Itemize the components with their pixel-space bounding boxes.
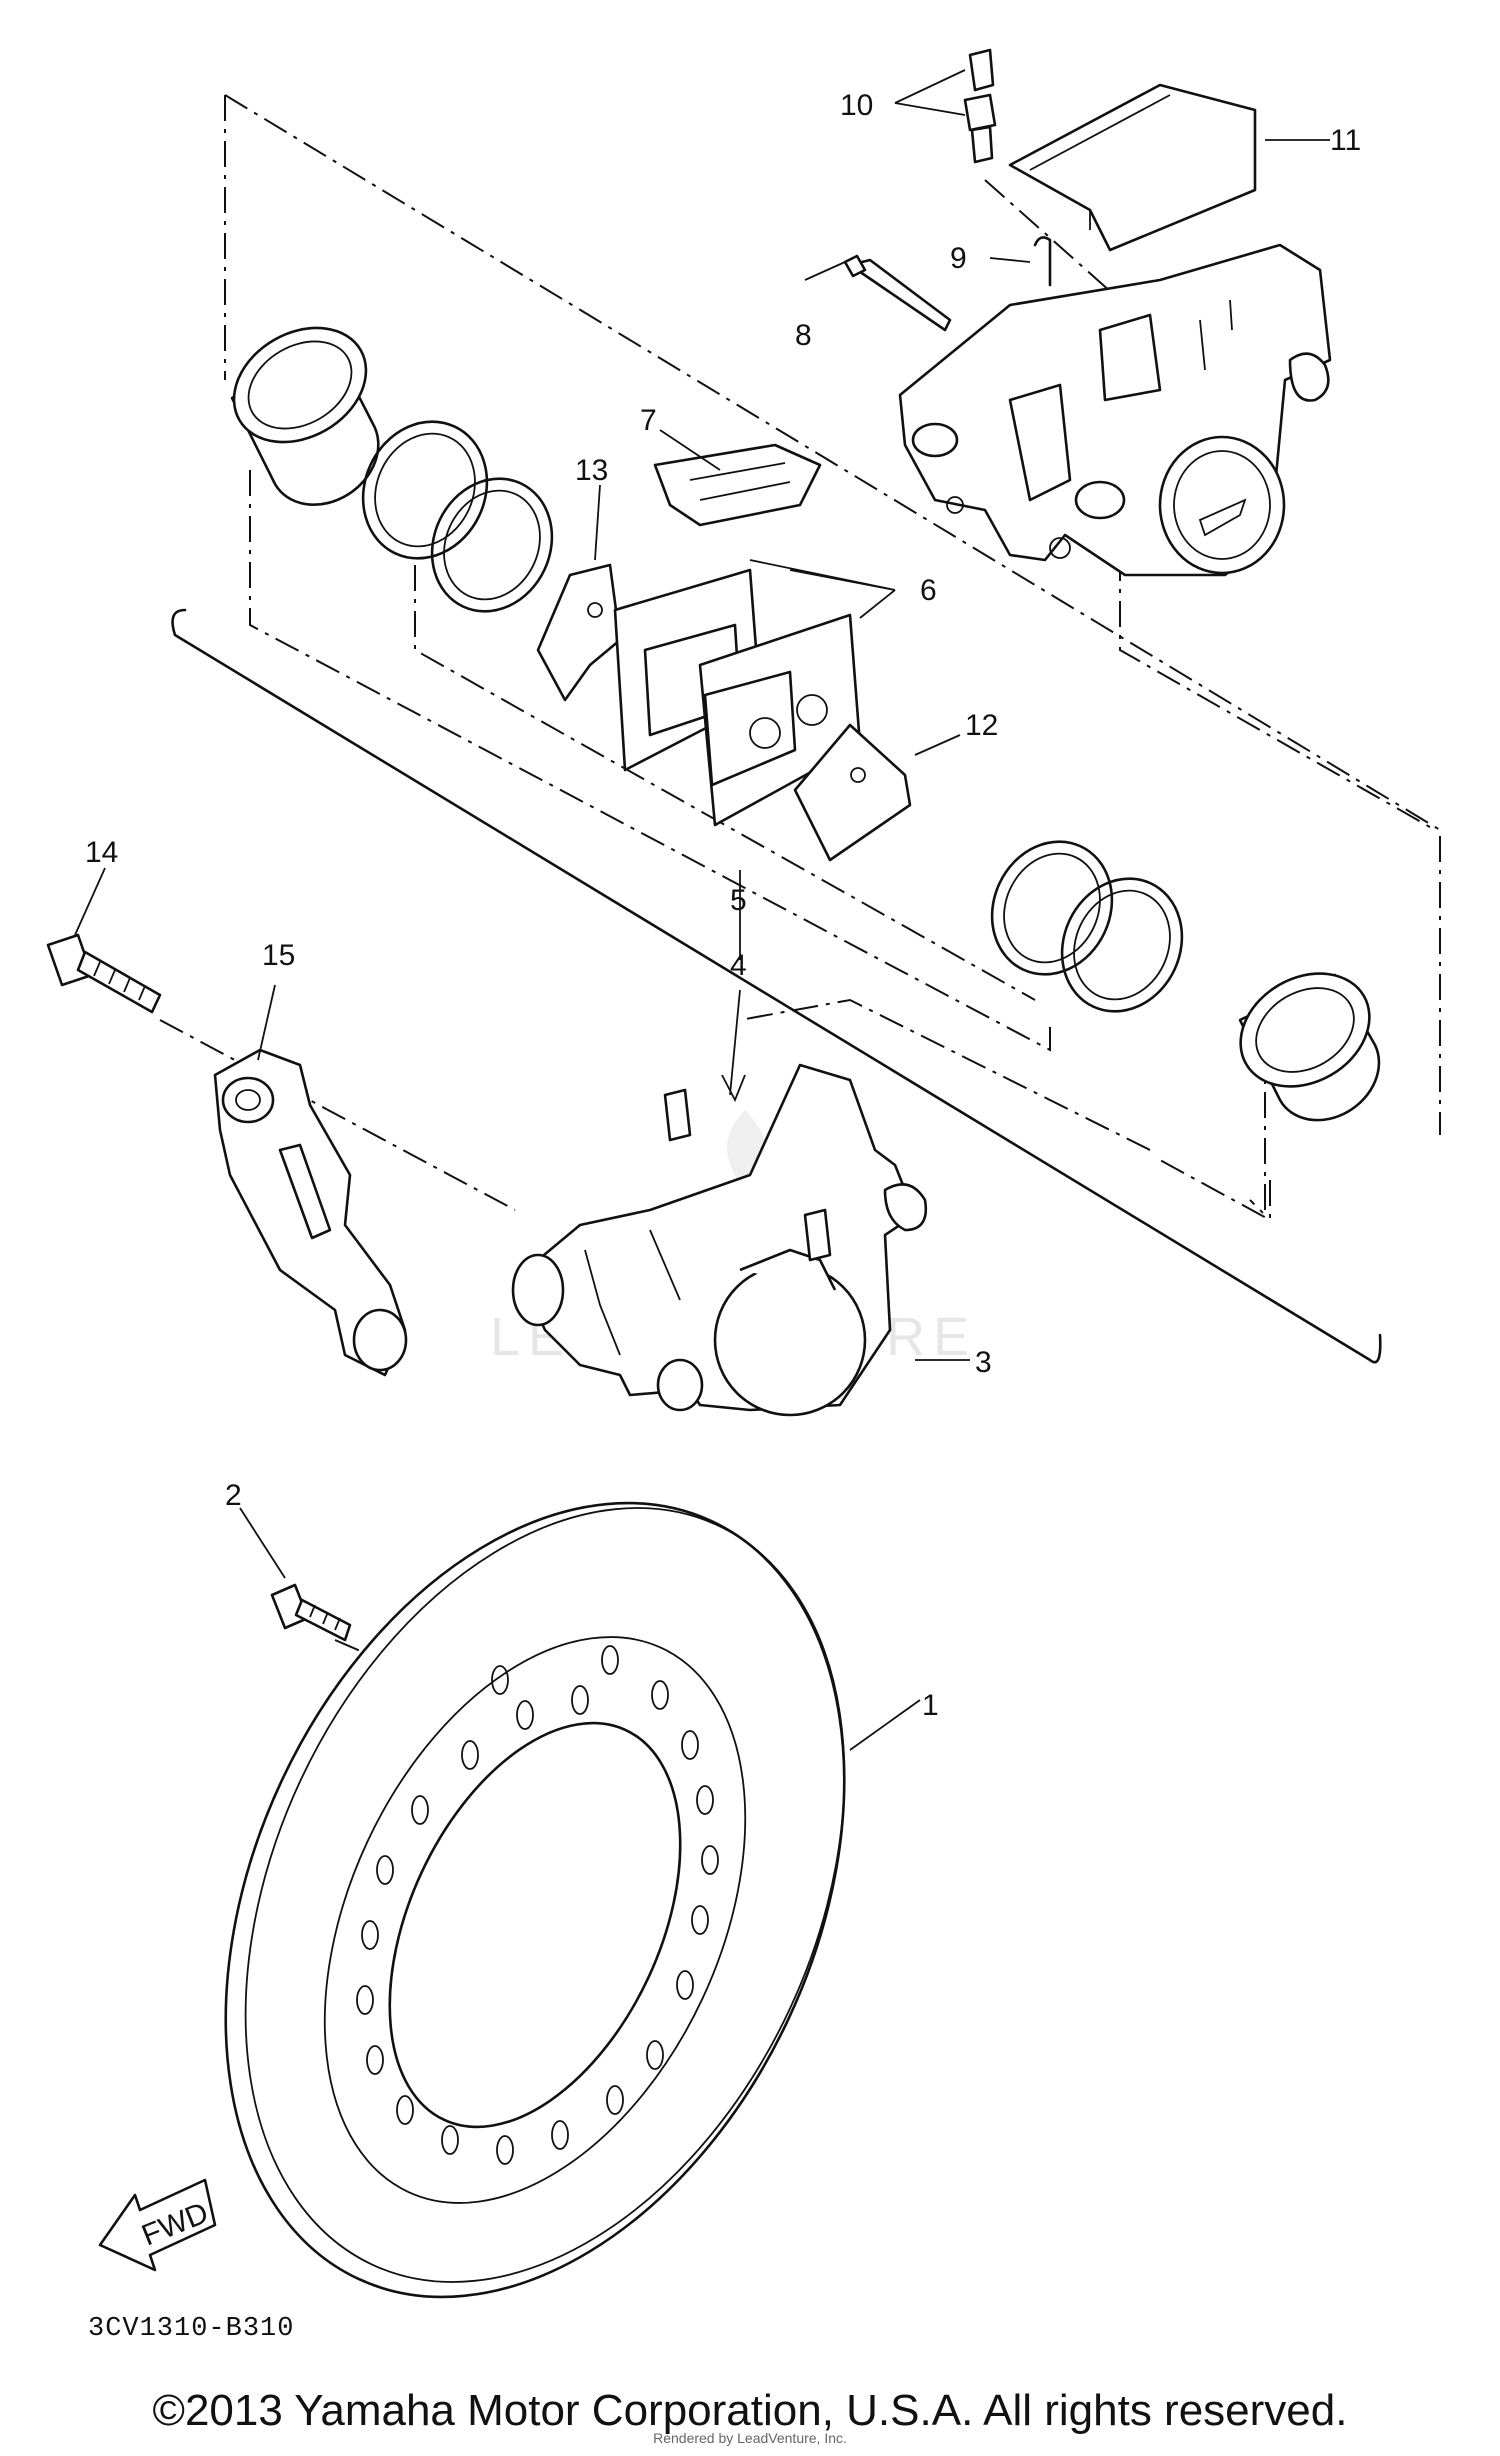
brake-pad-outer <box>698 613 862 827</box>
caliper-bolt <box>46 933 162 1014</box>
callout-4: 4 <box>730 949 747 982</box>
fwd-arrow-icon: FWD <box>98 2178 217 2272</box>
dust-seal-lower <box>1060 877 1184 1013</box>
callout-12: 12 <box>965 709 998 742</box>
brake-piston-upper <box>230 326 380 506</box>
pad-shim-inner <box>536 563 622 702</box>
callout-11: 11 <box>1330 124 1361 157</box>
caliper-assembly-lower <box>511 1063 928 1417</box>
brake-disc <box>224 1501 846 2299</box>
caliper-cover <box>1008 83 1257 252</box>
callout-labels: 1 2 3 4 5 6 7 8 9 10 11 12 13 14 15 <box>85 89 1361 1722</box>
copyright-notice: ©2013 Yamaha Motor Corporation, U.S.A. A… <box>152 2386 1348 2435</box>
callout-leaders <box>74 69 1330 1751</box>
callout-14: 14 <box>85 836 118 869</box>
callout-3: 3 <box>975 1346 992 1379</box>
callout-6: 6 <box>920 574 937 607</box>
callout-2: 2 <box>225 1479 242 1512</box>
piston-seal-lower <box>990 840 1114 976</box>
disc-bolt <box>270 1583 352 1642</box>
pin-clip <box>1033 236 1052 287</box>
callout-13: 13 <box>575 454 608 487</box>
pad-shim-outer <box>793 723 912 862</box>
callout-8: 8 <box>795 319 812 352</box>
pad-spring <box>653 443 822 527</box>
assembly-outline <box>171 94 1441 1364</box>
caliper-bracket <box>213 1048 408 1377</box>
rendered-by-note: Rendered by LeadVenture, Inc. <box>653 2430 847 2446</box>
callout-10: 10 <box>840 89 873 122</box>
callout-1: 1 <box>922 1689 939 1722</box>
callout-9: 9 <box>950 242 967 275</box>
callout-5: 5 <box>730 884 747 917</box>
brake-piston-lower <box>1238 972 1381 1122</box>
caliper-body-upper <box>898 243 1332 577</box>
piston-seal-upper <box>361 420 489 560</box>
pad-pin <box>843 254 952 332</box>
bleed-screw <box>963 48 997 164</box>
dust-seal-upper <box>430 477 554 613</box>
callout-7: 7 <box>640 404 657 437</box>
callout-15: 15 <box>262 939 295 972</box>
drawing-code: 3CV1310-B310 <box>88 2314 294 2344</box>
